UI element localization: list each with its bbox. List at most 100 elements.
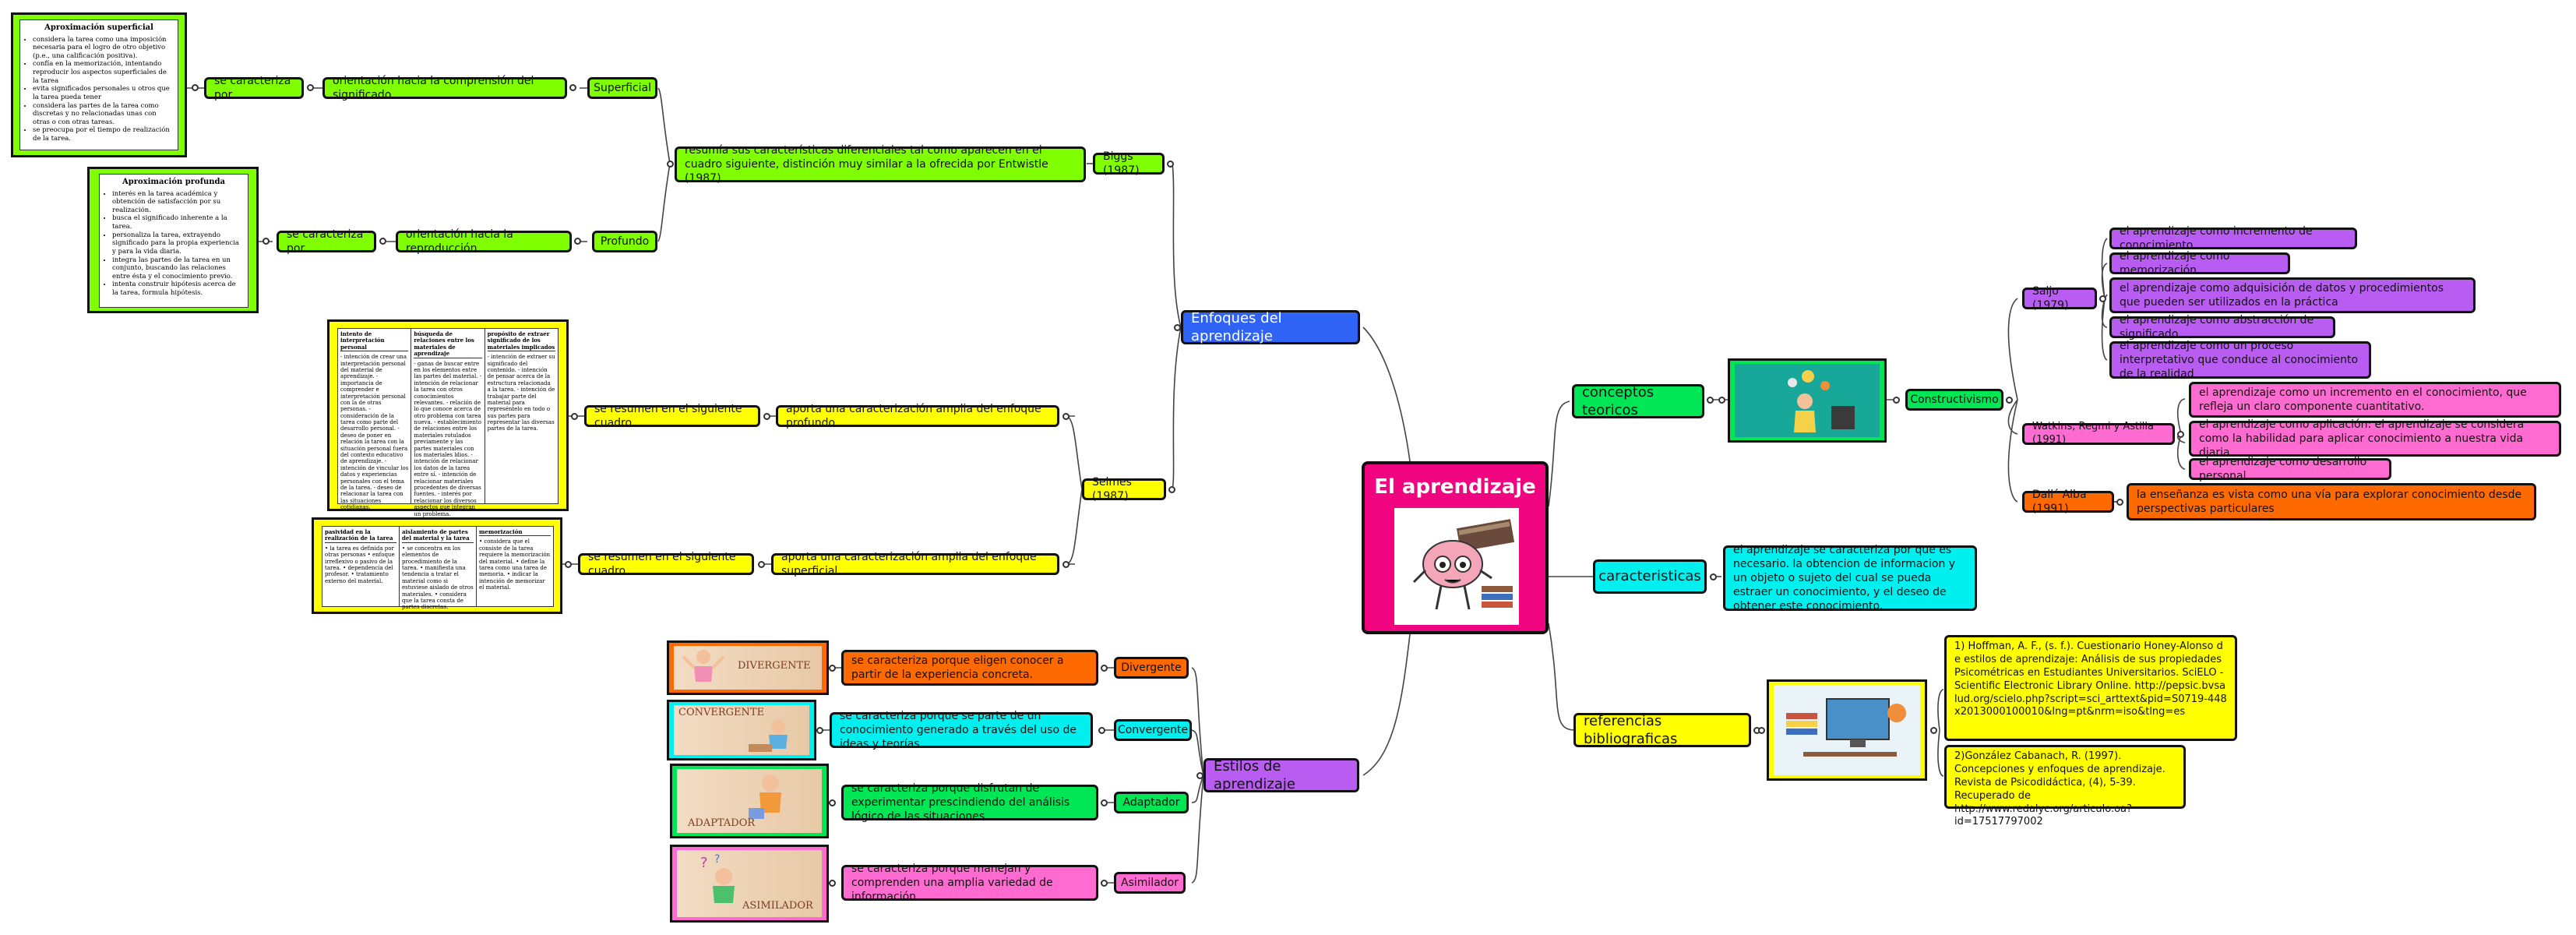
tbl-prof-cell: - ganas de buscar entre en los elementos…	[414, 360, 481, 517]
estilo-asimilador-node[interactable]: Asimilador	[1114, 872, 1186, 894]
adap-desc-dot	[1101, 799, 1108, 806]
saljo-item-4[interactable]: el aprendizaje como un proceso interpret…	[2109, 340, 2371, 380]
saljo-item-0[interactable]: el aprendizaje como incremento de conoci…	[2109, 225, 2357, 252]
doc-sup-item: considera las partes de la tarea como di…	[33, 102, 173, 127]
watkins-item-0[interactable]: el aprendizaje como un incremento en el …	[2189, 382, 2561, 418]
selmes-profundo-summary[interactable]: se resumen en el siguiente cuadro	[584, 403, 760, 429]
link-selmes-sup	[1066, 489, 1083, 565]
orient-sup-dot	[569, 84, 576, 91]
dallalba-dot	[2116, 499, 2123, 506]
tabla-enfoque-superficial: pasividad en la realización de la tarea •…	[312, 517, 562, 614]
biggs-superficial-node[interactable]: Superficial	[587, 77, 657, 99]
selmes-superficial-desc[interactable]: aporta una caracterización amplia del en…	[771, 551, 1059, 577]
watkins-item-1[interactable]: el aprendizaje como aplicación: el apren…	[2189, 418, 2561, 459]
enfoques-node[interactable]: Enfoques del aprendizaje	[1181, 310, 1360, 344]
doc-prof-item: intenta construir hipótesis acerca de la…	[112, 280, 243, 297]
doc-prof-item: interés en la tarea académica y obtenció…	[112, 190, 243, 215]
estilo-convergente-desc[interactable]: se caracteriza porque se parte de un con…	[830, 710, 1093, 750]
conv-desc-dot	[1098, 727, 1105, 734]
asim-pic-dot	[829, 880, 836, 887]
selmes-prof-desc-dot	[1062, 413, 1070, 420]
estilo-adaptador-desc[interactable]: se caracteriza porque disfrutan de exper…	[841, 782, 1098, 823]
referencia-item-1[interactable]: 2)González Cabanach, R. (1997). Concepci…	[1944, 745, 2186, 827]
biggs-node[interactable]: Biggs (1987)	[1093, 150, 1165, 177]
doc-sup-title: Aproximación superficial	[44, 23, 153, 32]
referencias-node[interactable]: referencias bibliograficas	[1573, 713, 1751, 747]
saljo-item-3[interactable]: el aprendizaje como abstracción de signi…	[2109, 314, 2335, 340]
tbl-sup-cell: • considera que el consiste de la tarea …	[479, 538, 551, 591]
dallalba-item-0[interactable]: la enseñanza es vista como una vía para …	[2127, 483, 2536, 520]
biggs-profundo-node[interactable]: Profundo	[592, 231, 657, 252]
div-pic-dot	[829, 665, 836, 672]
conceptos-node[interactable]: conceptos teoricos	[1572, 384, 1704, 418]
estilos-node[interactable]: Estilos de aprendizaje	[1203, 758, 1359, 792]
tabla-enfoque-profundo: intento de interpretación personal- inte…	[327, 319, 569, 517]
estilo-asimilador-desc[interactable]: se caracteriza porque manejan y comprend…	[841, 863, 1098, 903]
caracteristicas-desc[interactable]: el aprendizaje se caracteriza por que es…	[1723, 544, 1977, 612]
doc-prof-item: personaliza la tarea, extrayendo signifi…	[112, 231, 243, 256]
doc-sup-item: considera la tarea como una imposición n…	[33, 36, 173, 61]
asimilador-image: ?? ASIMILADOR	[670, 845, 829, 923]
referencia-item-0[interactable]: 1) Hoffman, A. F., (s. f.). Cuestionario…	[1944, 635, 2237, 741]
link-refs-items	[1937, 689, 1944, 777]
selmes-sup-sum-dot	[758, 561, 765, 568]
link-selmes-prof	[1066, 415, 1083, 490]
estilo-divergente-node[interactable]: Divergente	[1114, 657, 1189, 679]
tbl-sup-cell: • la tarea es definida por otras persona…	[325, 545, 395, 584]
doc-sup-item: evita significados personales u otros qu…	[33, 85, 173, 101]
biggs-desc-node[interactable]: resumía sus características diferenciale…	[675, 144, 1086, 185]
aproximacion-profunda-doc: Aproximación profunda interés en la tare…	[87, 167, 259, 313]
watkins-item-2[interactable]: el aprendizaje como desarrollo personal.	[2189, 456, 2391, 482]
constructivismo-dot	[1893, 397, 1900, 404]
selmes-profundo-desc[interactable]: aporta una caracterización amplia del en…	[776, 403, 1059, 429]
biggs-profundo-orientation[interactable]: orientación hacia la reproducción	[396, 228, 572, 255]
adaptador-image: ADAPTADOR	[670, 764, 829, 838]
saljo-item-1[interactable]: el aprendizaje como memorización	[2109, 250, 2290, 277]
asimilador-pic-label: ASIMILADOR	[742, 900, 813, 912]
referencias-out-dot	[1930, 727, 1937, 734]
convergente-pic-label: CONVERGENTE	[678, 707, 765, 718]
adap-pic-dot	[829, 799, 836, 806]
char-sup-dot	[307, 84, 314, 91]
constructivismo-node[interactable]: Constructivismo	[1905, 389, 2003, 411]
doc-sup-item: se preocupa por el tiempo de realización…	[33, 126, 173, 143]
divergente-pic-label: DIVERGENTE	[738, 660, 811, 672]
selmes-node[interactable]: Selmes (1987)	[1082, 476, 1166, 503]
doc-prof-dot	[263, 238, 270, 245]
watkins-dot	[2177, 431, 2184, 438]
link-root-conceptos	[1548, 400, 1570, 507]
saljo-item-2[interactable]: el aprendizaje como adquisición de datos…	[2109, 277, 2476, 313]
estilos-dot	[1196, 772, 1203, 779]
doc-sup-item: confía en la memorización, intentando re…	[33, 60, 173, 85]
tbl-sup-header: pasividad en la realización de la tarea	[325, 528, 396, 543]
svg-text:?: ?	[714, 853, 720, 866]
div-desc-dot	[1101, 665, 1108, 672]
dallalba-node[interactable]: Dall´ Alba (1991)	[2022, 489, 2114, 515]
tbl-sup-cell: • se concentra en los elementos de proce…	[402, 545, 474, 611]
tbl-sup-header: memorización	[479, 528, 551, 537]
biggs-superficial-char[interactable]: se caracteriza por	[204, 75, 304, 101]
selmes-superficial-summary[interactable]: se resumen en el siguiente cuadro	[578, 551, 754, 577]
biggs-profundo-char[interactable]: se caracteriza por	[277, 228, 376, 255]
root-node[interactable]: El aprendizaje	[1362, 461, 1549, 634]
enfoques-dot	[1174, 324, 1181, 331]
link-enfoques-selmes	[1172, 326, 1182, 490]
link-root-enfoques	[1362, 326, 1411, 462]
brain-character-image	[1394, 508, 1519, 625]
link-constructivismo-refs	[2007, 298, 2018, 503]
tbl-prof-dot	[571, 413, 578, 420]
biggs-superficial-orientation[interactable]: orientación hacia la comprensión del sig…	[322, 75, 567, 101]
referencias-image	[1767, 679, 1927, 781]
link-enfoques-biggs	[1172, 163, 1182, 328]
estilo-convergente-node[interactable]: Convergente	[1114, 719, 1192, 741]
estilo-divergente-desc[interactable]: se caracteriza porque eligen conocer a p…	[841, 650, 1098, 686]
tbl-prof-cell: - intención de crear una interpretación …	[340, 354, 409, 511]
tbl-prof-header: intento de interpretación personal	[340, 330, 409, 352]
saljo-node[interactable]: Saljo (1979)	[2022, 285, 2097, 312]
conceptos-pic-dot	[1718, 397, 1725, 404]
tbl-prof-header: propósito de extraer significado de los …	[487, 330, 555, 352]
estilo-adaptador-node[interactable]: Adaptador	[1114, 792, 1189, 813]
watkins-node[interactable]: Watkins, Regmi y Astilla (1991)	[2022, 421, 2175, 446]
doc-prof-item: busca el significado inherente a la tare…	[112, 214, 243, 231]
caracteristicas-node[interactable]: caracteristicas	[1593, 559, 1707, 594]
